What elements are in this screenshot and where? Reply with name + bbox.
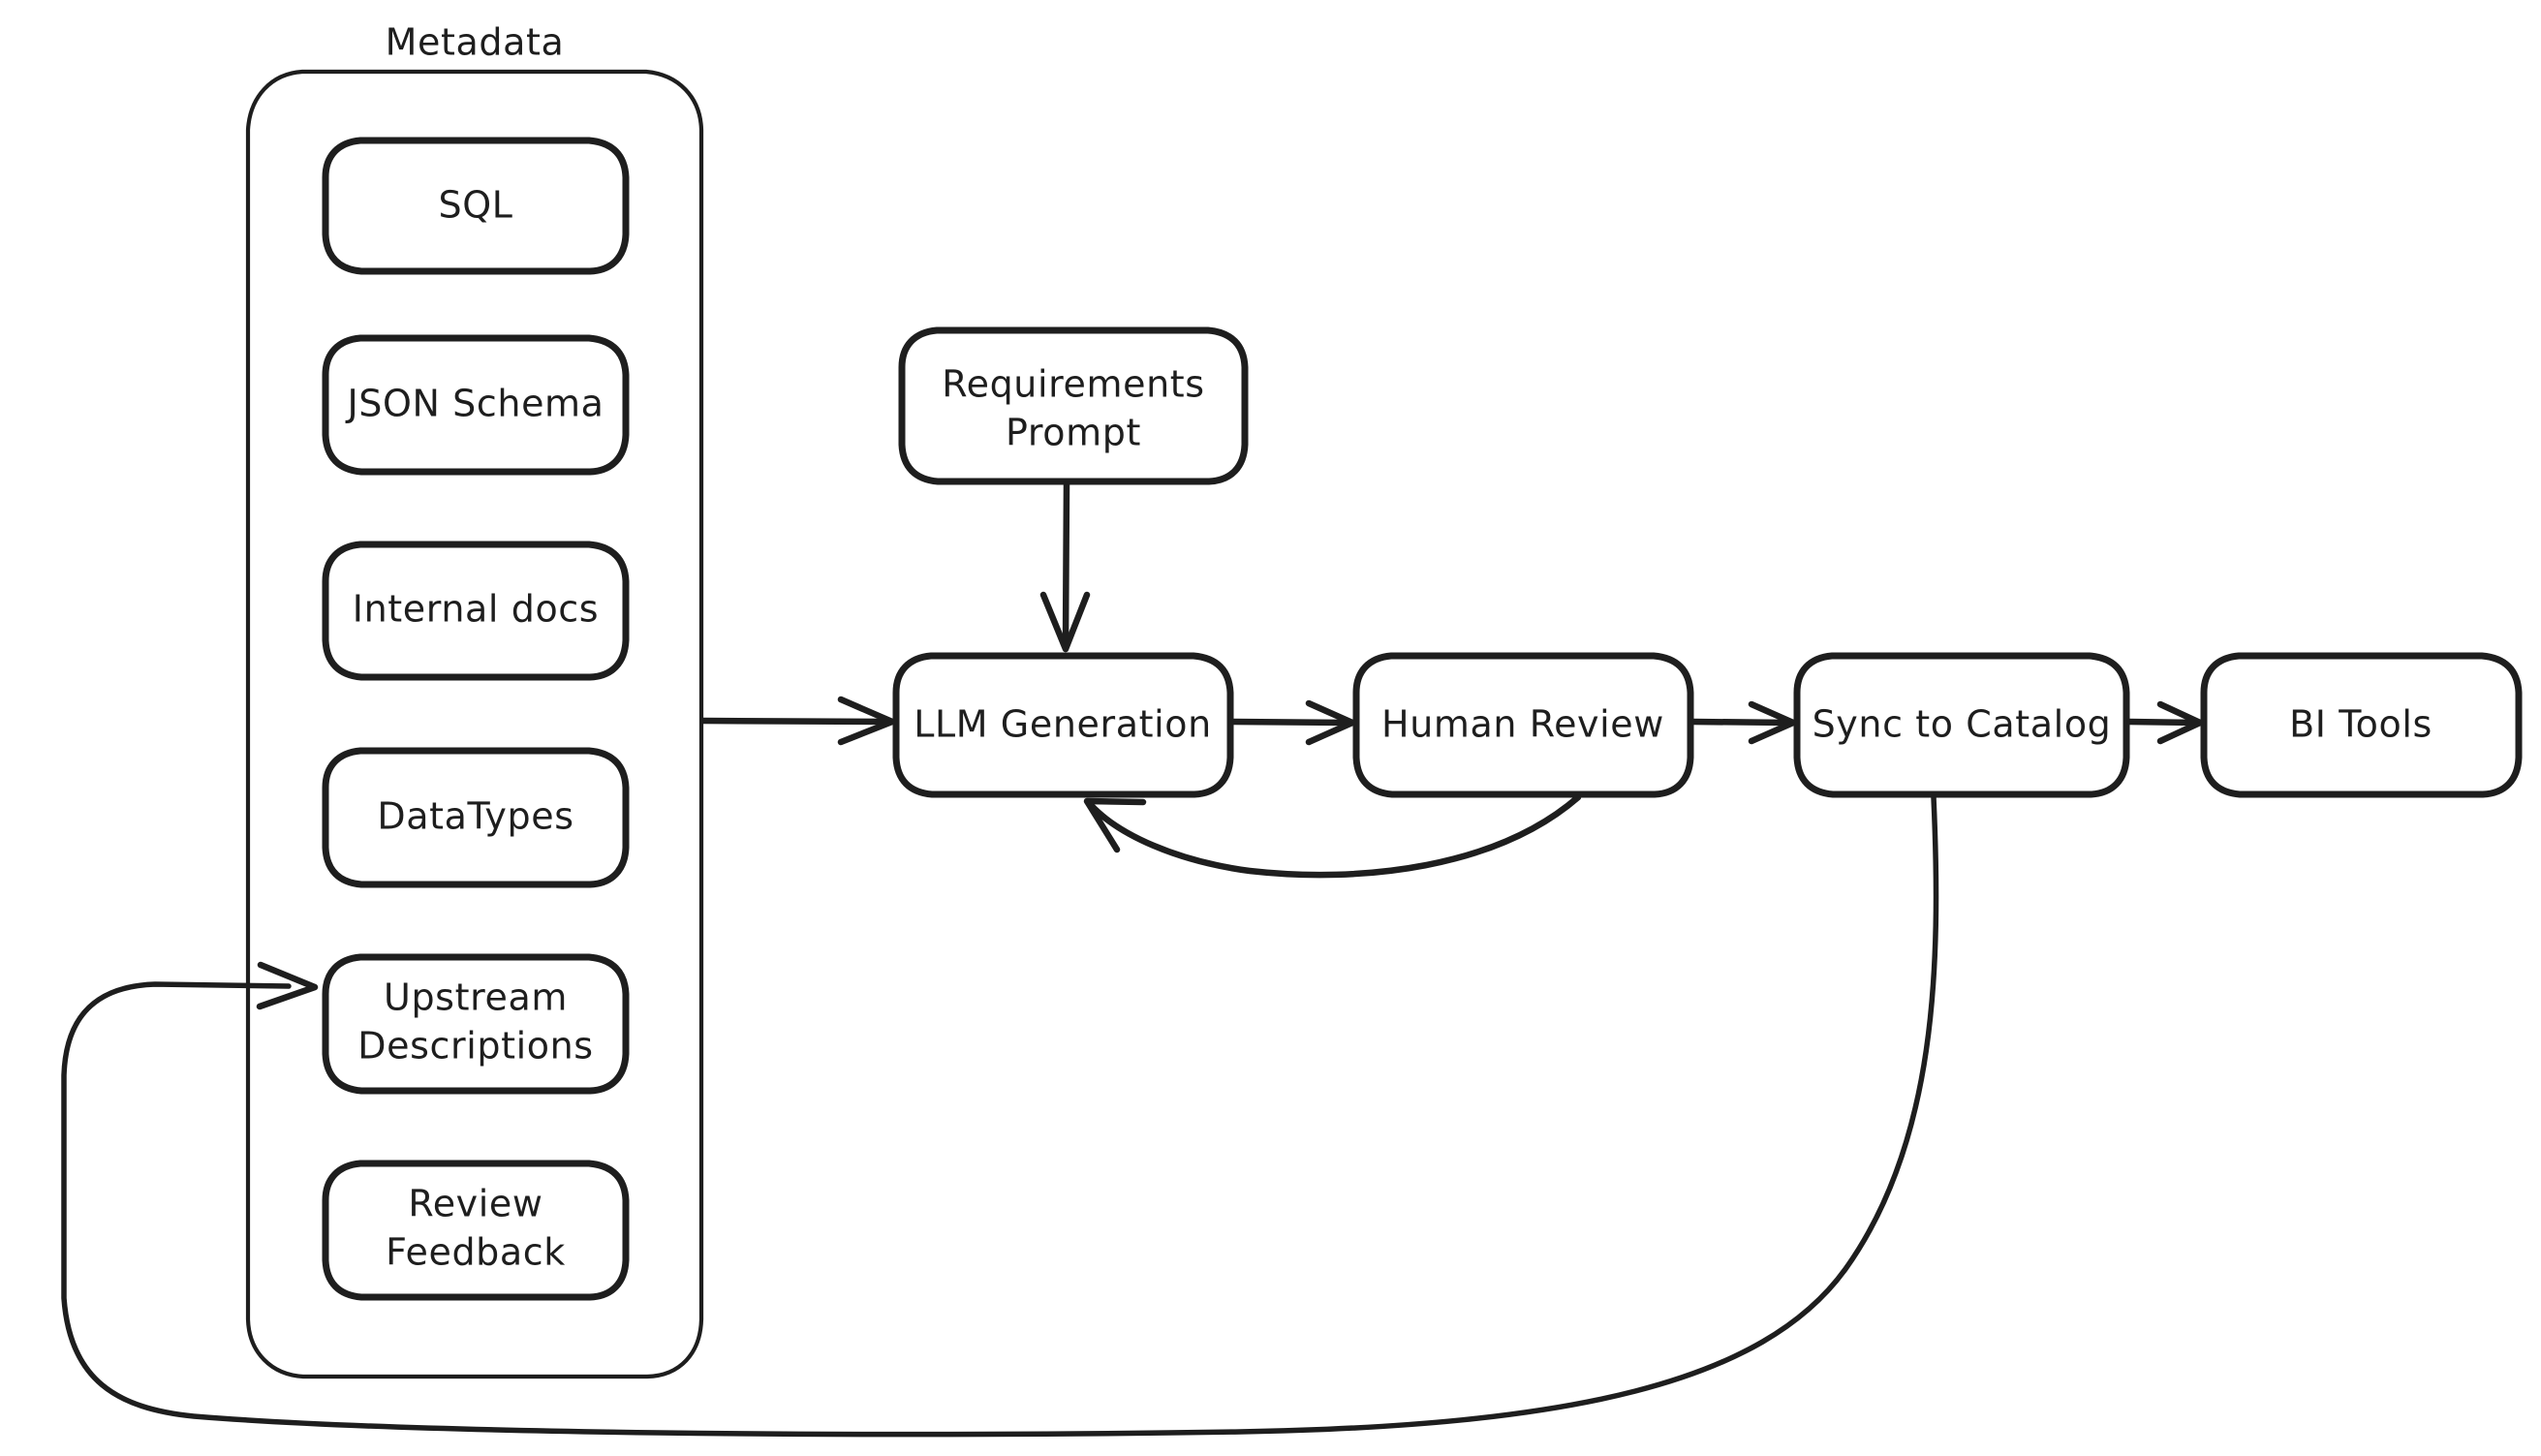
metadata-item-review-feedback[interactable]: Review Feedback bbox=[322, 1160, 630, 1301]
edge-catalog-to-upstream-loop bbox=[61, 794, 1939, 1438]
metadata-item-data-types[interactable]: DataTypes bbox=[322, 747, 630, 888]
data-types-box bbox=[322, 747, 630, 888]
edge-requirements-to-llm bbox=[1039, 480, 1091, 653]
edge-review-to-sync-line bbox=[1689, 718, 1793, 727]
upstream-descriptions-box bbox=[322, 953, 630, 1095]
edge-llm-to-review-line bbox=[1228, 718, 1352, 727]
requirements-prompt-label-line1: Requirements bbox=[942, 363, 1204, 406]
edge-metadata-to-llm bbox=[699, 696, 896, 746]
edge-review-to-sync-arrowhead bbox=[1748, 700, 1797, 745]
upstream-descriptions-label-line2: Descriptions bbox=[357, 1025, 593, 1068]
metadata-item-upstream-descriptions[interactable]: Upstream Descriptions bbox=[322, 953, 630, 1095]
node-requirements-prompt[interactable]: Requirements Prompt bbox=[898, 326, 1249, 485]
sql-box bbox=[322, 137, 630, 275]
node-llm-generation[interactable]: LLM Generation bbox=[892, 652, 1234, 798]
edge-requirements-to-llm-arrowhead bbox=[1039, 591, 1091, 653]
sync-to-catalog-label: Sync to Catalog bbox=[1813, 703, 2112, 746]
metadata-item-sql[interactable]: SQL bbox=[322, 137, 630, 275]
requirements-prompt-label-line2: Prompt bbox=[1006, 412, 1141, 454]
llm-generation-label: LLM Generation bbox=[914, 703, 1212, 746]
requirements-prompt-box bbox=[898, 326, 1249, 485]
edge-metadata-to-llm-line bbox=[699, 717, 892, 726]
bi-tools-label: BI Tools bbox=[2289, 703, 2433, 746]
internal-docs-box bbox=[322, 541, 630, 681]
data-types-label: DataTypes bbox=[377, 795, 573, 838]
metadata-item-internal-docs[interactable]: Internal docs bbox=[322, 541, 630, 681]
edge-review-feedback-loop-line bbox=[1087, 793, 1582, 879]
metadata-item-json-schema[interactable]: JSON Schema bbox=[322, 334, 630, 476]
llm-generation-box bbox=[892, 652, 1234, 798]
edge-review-feedback-loop bbox=[1083, 793, 1582, 879]
json-schema-box bbox=[322, 334, 630, 476]
review-feedback-label-line2: Feedback bbox=[386, 1231, 566, 1274]
upstream-descriptions-label-line1: Upstream bbox=[384, 976, 568, 1019]
edge-requirements-to-llm-line bbox=[1062, 480, 1070, 649]
edge-review-feedback-loop-arrowhead bbox=[1083, 797, 1147, 853]
internal-docs-label: Internal docs bbox=[353, 588, 599, 631]
json-schema-label: JSON Schema bbox=[345, 383, 604, 425]
metadata-group-border bbox=[245, 69, 704, 1379]
edge-llm-to-review-arrowhead bbox=[1305, 699, 1356, 746]
edge-sync-to-bi bbox=[2124, 700, 2204, 745]
sync-to-catalog-box bbox=[1793, 652, 2130, 798]
edge-sync-to-bi-line bbox=[2124, 718, 2200, 727]
bi-tools-box bbox=[2200, 652, 2523, 798]
human-review-label: Human Review bbox=[1381, 703, 1664, 746]
node-human-review[interactable]: Human Review bbox=[1352, 652, 1694, 798]
node-sync-to-catalog[interactable]: Sync to Catalog bbox=[1793, 652, 2130, 798]
metadata-group[interactable]: Metadata bbox=[245, 21, 704, 1379]
human-review-box bbox=[1352, 652, 1694, 798]
edge-llm-to-review bbox=[1228, 699, 1356, 746]
review-feedback-label-line1: Review bbox=[408, 1183, 542, 1225]
edge-review-to-sync bbox=[1689, 700, 1797, 745]
node-bi-tools[interactable]: BI Tools bbox=[2200, 652, 2523, 798]
review-feedback-box bbox=[322, 1160, 630, 1301]
edge-catalog-to-upstream-loop-line bbox=[61, 794, 1939, 1438]
edge-catalog-to-upstream-loop-arrowhead bbox=[256, 961, 319, 1010]
edge-metadata-to-llm-arrowhead bbox=[837, 696, 896, 746]
sql-label: SQL bbox=[438, 184, 512, 227]
metadata-group-label: Metadata bbox=[386, 21, 565, 64]
edge-sync-to-bi-arrowhead bbox=[2156, 700, 2204, 745]
